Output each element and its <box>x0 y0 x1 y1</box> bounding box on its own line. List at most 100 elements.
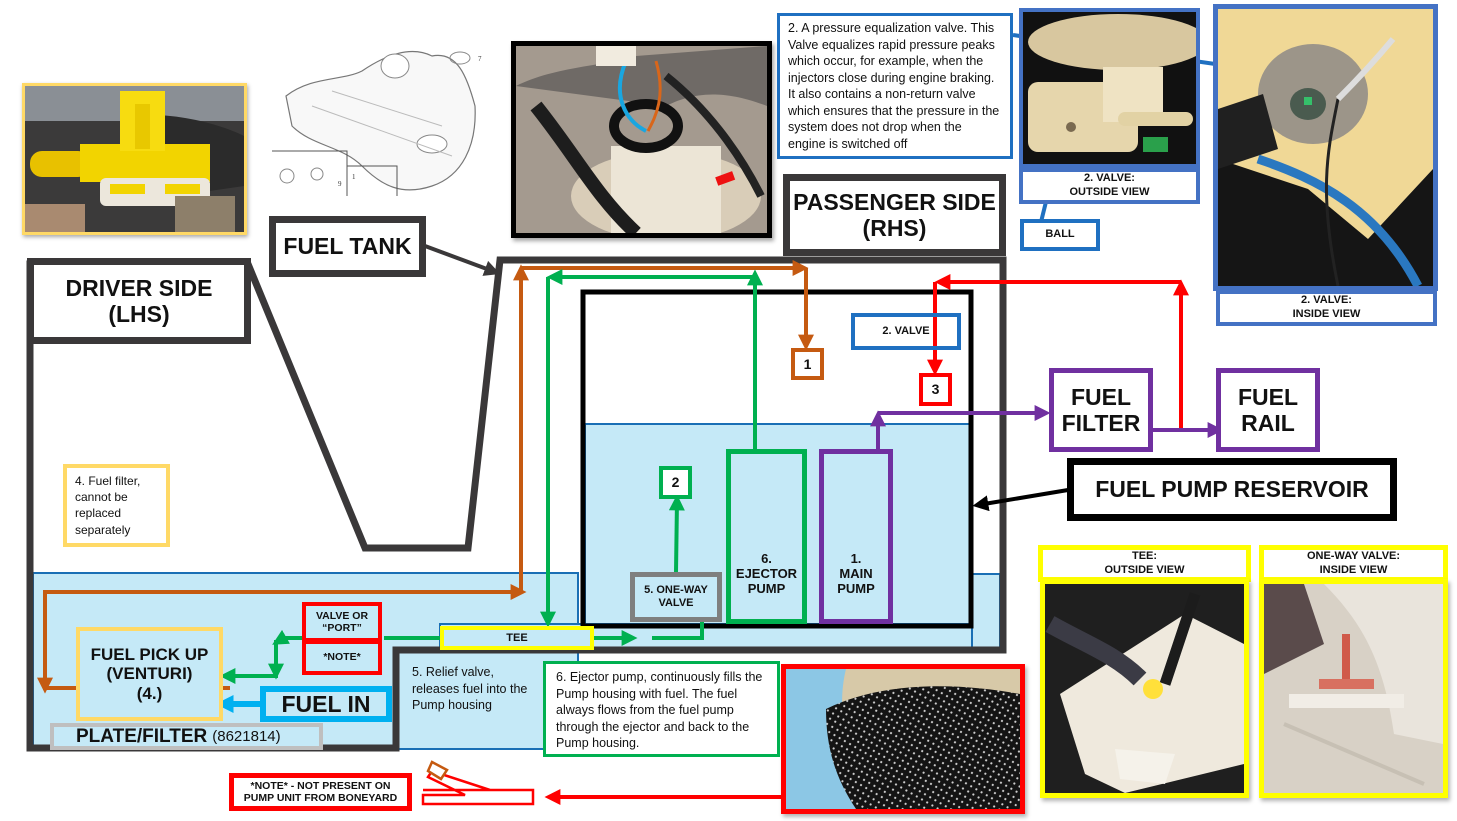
ejector-pump-box-line2: EJECTOR <box>735 566 798 582</box>
pump-in-tank-illustration <box>516 46 767 233</box>
yellow-connector-illustration <box>25 86 244 232</box>
ejector-pump-box-line3: PUMP <box>747 581 786 597</box>
driver-side-label-line2: (LHS) <box>108 301 170 327</box>
svg-text:9: 9 <box>338 180 342 188</box>
valve-inside-caption-line1: 2. VALVE: <box>1301 294 1352 307</box>
valve-outside-photo <box>1019 8 1200 168</box>
fuel-pick-up-venturi-box: FUEL PICK UP (VENTURI) (4.) <box>76 627 223 721</box>
tee-outside-caption-line1: TEE: <box>1131 549 1158 562</box>
note-tag-box: *NOTE* <box>302 640 382 675</box>
tank-line-drawing-icon: 9 1 7 <box>272 51 482 196</box>
fuel-filter-note: 4. Fuel filter, cannot be replaced separ… <box>63 464 170 547</box>
fuel-pump-reservoir-label-text: FUEL PUMP RESERVOIR <box>1095 476 1369 503</box>
valve-or-port-line1: VALVE OR <box>315 609 369 622</box>
ejector-pump-note-text: 6. Ejector pump, continuously fills the … <box>556 670 763 750</box>
relief-valve-note: 5. Relief valve, releases fuel into the … <box>412 664 537 714</box>
tee-outside-caption: TEE: OUTSIDE VIEW <box>1038 545 1251 582</box>
mesh-filter-sock-photo <box>781 664 1025 814</box>
fuel-filter-box-line1: FUEL <box>1070 383 1132 410</box>
fuel-in-box: FUEL IN <box>260 686 392 722</box>
ball-label-text: BALL <box>1045 228 1075 241</box>
plate-filter-part-number: (8621814) <box>212 727 281 745</box>
passenger-side-label-line2: (RHS) <box>862 215 927 241</box>
filter-sock-sketch-icon <box>421 760 535 806</box>
fuel-rail-box-line1: FUEL <box>1237 383 1299 410</box>
fuel-tank-parts-drawing: 9 1 7 <box>272 36 486 196</box>
ejector-line-port <box>272 629 302 645</box>
valve-inside-photo <box>1213 4 1438 291</box>
ball-label: BALL <box>1020 219 1100 251</box>
valve-outside-illustration <box>1023 12 1196 164</box>
svg-text:1: 1 <box>352 173 356 181</box>
passenger-side-label-line1: PASSENGER SIDE <box>793 188 996 215</box>
one-way-valve-box-line1: 5. ONE-WAY <box>644 584 708 597</box>
fuel-filter-box-line2: FILTER <box>1061 410 1141 436</box>
marker-2: 2 <box>659 466 692 499</box>
valve-inside-caption: 2. VALVE: INSIDE VIEW <box>1216 290 1437 326</box>
tank-floor-fuel-right <box>971 573 1001 649</box>
marker-2-text: 2 <box>671 474 680 491</box>
fuel-filter-box: FUEL FILTER <box>1049 368 1153 452</box>
tee-outside-photo <box>1040 579 1249 798</box>
fuel-rail-box-line2: RAIL <box>1241 410 1295 436</box>
fuel-in-text: FUEL IN <box>281 690 371 717</box>
passenger-side-label: PASSENGER SIDE (RHS) <box>783 174 1006 256</box>
boneyard-note-line1: *NOTE* - NOT PRESENT ON <box>250 779 391 792</box>
relief-valve-note-text: 5. Relief valve, releases fuel into the … <box>412 665 528 712</box>
valve-outside-caption: 2. VALVE: OUTSIDE VIEW <box>1019 168 1200 204</box>
one-way-inside-caption-line1: ONE-WAY VALVE: <box>1306 549 1401 562</box>
main-pump-box-line1: 1. <box>850 551 862 567</box>
marker-1: 1 <box>791 348 824 380</box>
fuel-rail-box: FUEL RAIL <box>1216 368 1320 452</box>
one-way-valve-box: 5. ONE-WAY VALVE <box>630 572 722 622</box>
mesh-sock-illustration <box>786 669 1020 809</box>
marker-3-text: 3 <box>931 381 940 398</box>
tee-outside-caption-line2: OUTSIDE VIEW <box>1104 563 1185 576</box>
valve-outside-caption-line1: 2. VALVE: <box>1084 172 1135 185</box>
marker-1-text: 1 <box>803 355 812 372</box>
fuel-tank-pointer <box>424 244 501 276</box>
fuel-filter-note-text: 4. Fuel filter, cannot be replaced separ… <box>75 474 141 537</box>
valve-or-port-box: VALVE OR “PORT” <box>302 602 382 642</box>
fuel-pump-reservoir-label: FUEL PUMP RESERVOIR <box>1067 458 1397 521</box>
fuel-pick-up-line1: FUEL PICK UP <box>90 644 209 664</box>
marker-3: 3 <box>919 373 952 406</box>
main-pump-box-line2: MAIN <box>839 566 873 582</box>
ejector-pump-note: 6. Ejector pump, continuously fills the … <box>543 661 780 757</box>
note-tag-text: *NOTE* <box>323 651 361 664</box>
valve-2-box-text: 2. VALVE <box>882 325 930 338</box>
yellow-fuel-pickup-connector-photo <box>22 83 247 235</box>
tee-box-text: TEE <box>506 631 528 644</box>
tee-box: TEE <box>440 626 594 650</box>
ejector-pump-box: 6. EJECTOR PUMP <box>726 449 807 624</box>
valve-inside-caption-line2: INSIDE VIEW <box>1292 308 1361 320</box>
one-way-valve-box-line2: VALVE <box>658 597 694 609</box>
pressure-valve-note-text: 2. A pressure equalization valve. This V… <box>788 21 1000 151</box>
fuel-tank-label-text: FUEL TANK <box>283 233 412 260</box>
boneyard-note: *NOTE* - NOT PRESENT ON PUMP UNIT FROM B… <box>229 773 412 811</box>
fuel-pick-up-line2: (VENTURI) <box>106 664 193 684</box>
tee-outside-illustration <box>1045 584 1244 793</box>
fuel-tank-label: FUEL TANK <box>269 216 426 277</box>
main-pump-box: 1. MAIN PUMP <box>819 449 893 624</box>
ejector-line-one-way-up <box>668 494 685 573</box>
valve-outside-caption-line2: OUTSIDE VIEW <box>1069 186 1150 198</box>
main-pump-box-line3: PUMP <box>837 581 875 597</box>
boneyard-note-line2: PUMP UNIT FROM BONEYARD <box>243 792 398 804</box>
fuel-pump-in-tank-photo <box>511 41 772 238</box>
plate-filter-box: PLATE/FILTER (8621814) <box>50 723 323 750</box>
plate-filter-text: PLATE/FILTER <box>76 725 208 747</box>
pressure-valve-note: 2. A pressure equalization valve. This V… <box>777 13 1013 159</box>
fuel-pump-reservoir-outline <box>580 289 974 629</box>
driver-side-label: DRIVER SIDE (LHS) <box>27 258 251 344</box>
one-way-valve-inside-photo <box>1259 579 1448 798</box>
valve-or-port-line2: “PORT” <box>322 622 362 634</box>
valve-inside-illustration <box>1218 9 1433 286</box>
valve-2-box: 2. VALVE <box>851 313 961 350</box>
reservoir-pointer <box>972 488 1069 512</box>
one-way-inside-caption-line2: INSIDE VIEW <box>1319 563 1388 576</box>
ejector-pump-box-line1: 6. <box>761 551 772 567</box>
svg-text:7: 7 <box>478 55 482 63</box>
one-way-valve-illustration <box>1264 584 1443 793</box>
driver-side-label-line1: DRIVER SIDE <box>65 274 213 301</box>
